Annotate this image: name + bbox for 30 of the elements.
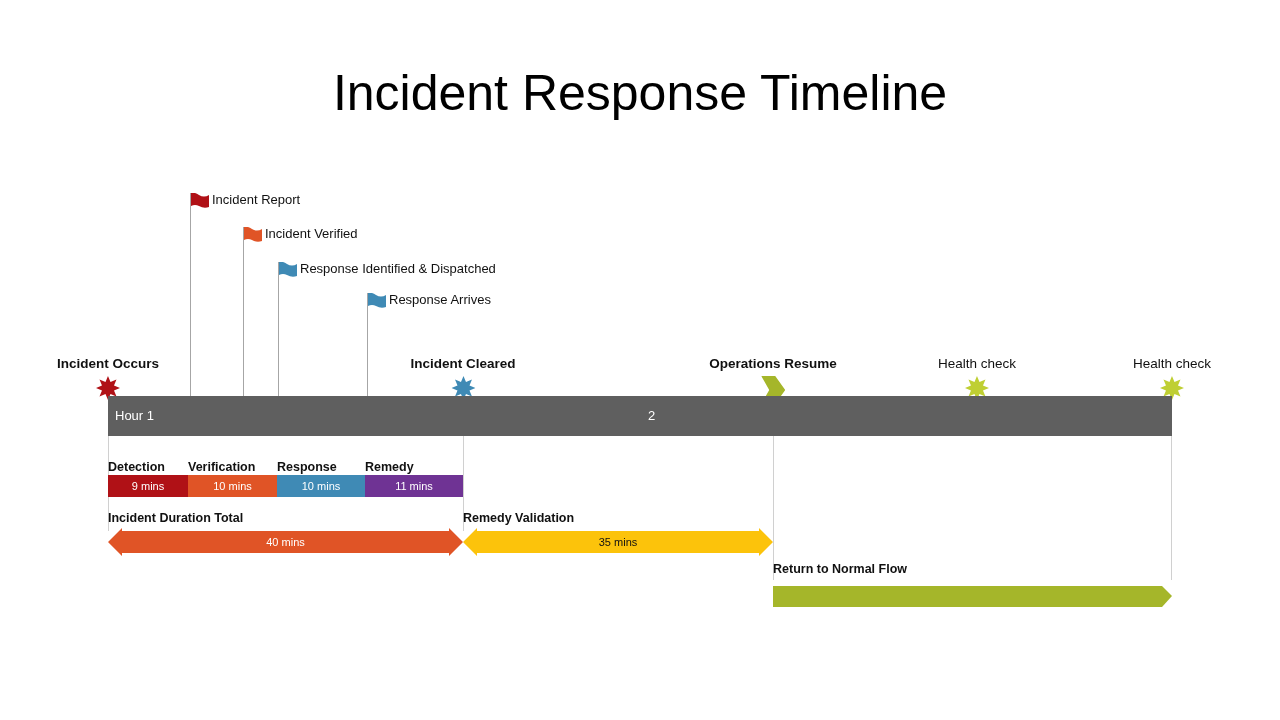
span-heading: Incident Duration Total [108,511,245,526]
milestone-label: Incident Verified [265,227,358,241]
timeline-bar [108,396,1172,436]
duration-bar: 9 mins [108,475,188,497]
duration-label: 35 mins [598,536,638,548]
title: Incident Response Timeline [331,64,949,122]
milestone-label: Health check [938,356,1016,372]
span-heading: Remedy Validation [463,511,576,526]
milestone-label: Operations Resume [709,356,837,372]
duration-bar: 11 mins [365,475,463,497]
leader-line [278,261,279,397]
duration-bar: 10 mins [277,475,365,497]
hour-label: Hour 1 [115,408,155,423]
phase-heading: Verification [188,460,257,475]
leader-line [367,292,368,397]
leader-line [243,226,244,397]
duration-bar: 10 mins [188,475,277,497]
phase-heading: Response [277,460,338,475]
milestone-label: Health check [1133,356,1211,372]
hour-label: 2 [648,408,656,423]
duration-label: 40 mins [266,536,305,548]
phase-heading: Detection [108,460,166,475]
milestone-label: Response Arrives [389,293,491,307]
phase-heading: Remedy [365,460,415,475]
milestone-label: Response Identified & Dispatched [300,262,496,276]
span-heading: Return to Normal Flow [773,562,909,577]
leader-line [190,192,191,397]
milestone-label: Incident Occurs [57,356,159,372]
milestone-label: Incident Cleared [410,356,516,372]
milestone-label: Incident Report [212,193,301,207]
